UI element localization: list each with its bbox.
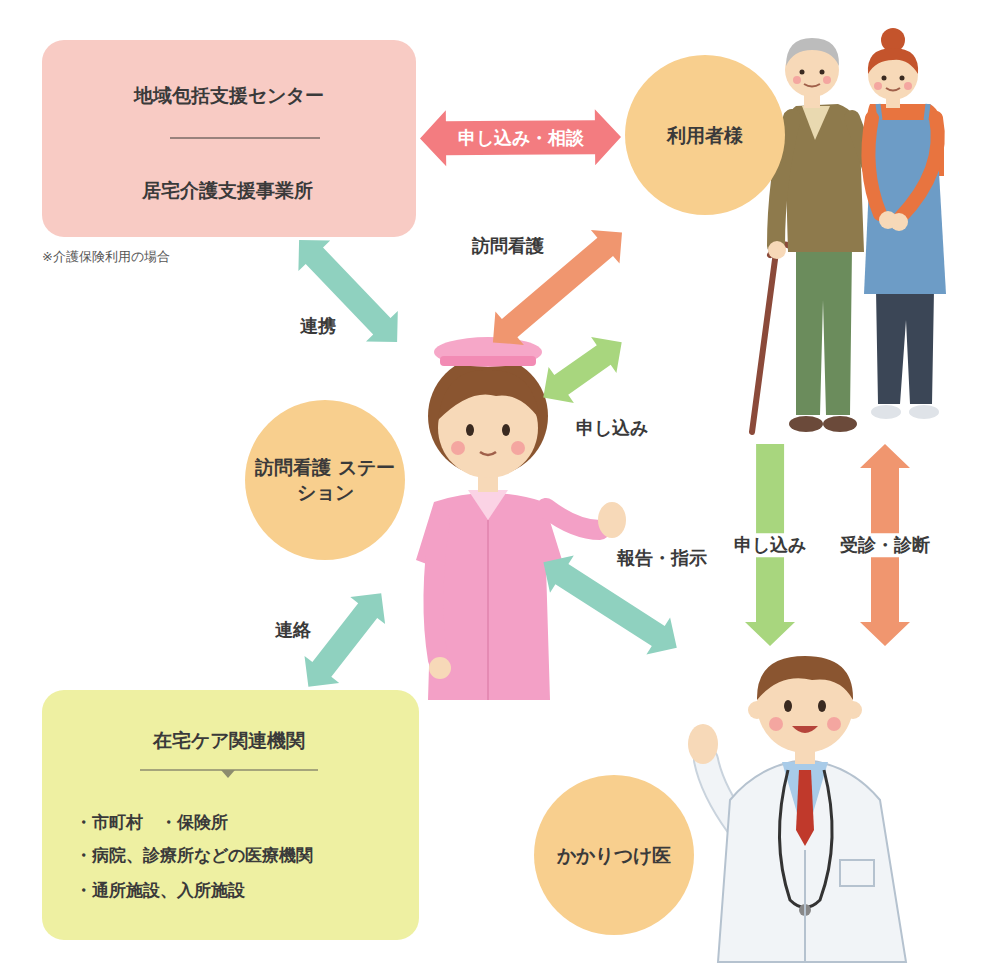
doctor-figure-part: [769, 717, 783, 731]
node-text: 居宅介護支援事業所: [52, 178, 402, 203]
elderly-man-part: [793, 76, 801, 84]
edge-label: 申し込み・相談: [458, 127, 584, 149]
node-text: ・病院、診療所などの医療機関: [75, 844, 405, 866]
circle-shape: [245, 400, 405, 560]
caregiver-woman-part: [886, 88, 900, 91]
caregiver-woman-part: [876, 290, 934, 404]
caregiver-woman-part: [878, 104, 928, 120]
doctor-figure-part: [827, 717, 841, 731]
caregiver-woman-part: [904, 82, 912, 90]
edge-label: 受診・診断: [836, 533, 934, 557]
edge-label: 連携: [296, 314, 340, 338]
elderly-man-part: [796, 248, 852, 415]
circle-shape: [625, 55, 785, 215]
caregiver-woman-part: [868, 48, 918, 74]
nurse-figure-part: [468, 490, 508, 520]
edge-label: 連絡: [271, 618, 315, 642]
circle-shape: [534, 775, 694, 935]
edge-label: 申し込み: [730, 533, 810, 557]
nurse-figure-part: [598, 502, 626, 538]
caregiver-woman-part: [868, 118, 880, 214]
node-title: かかりつけ医: [539, 843, 689, 868]
node-text: ・通所施設、入所施設: [75, 879, 405, 901]
doctor-figure-part: [757, 656, 853, 700]
caregiver-woman-part: [882, 76, 887, 81]
caregiver-woman-part: [900, 118, 938, 218]
edge-label: 訪問看護: [468, 234, 548, 258]
caregiver-woman-part: [890, 213, 908, 231]
nurse-figure-part: [416, 493, 562, 700]
doctor-figure-part: [818, 700, 826, 712]
nurse-figure-part: [440, 356, 536, 366]
block-arrow: [543, 337, 621, 403]
doctor-figure-part: [757, 657, 853, 753]
node-title: 利用者様: [635, 123, 775, 148]
note-label: ※介護保険利用の場合: [42, 249, 170, 265]
node-title: 訪問看護 ステーション: [255, 455, 395, 504]
elderly-man-part: [800, 70, 805, 75]
node-title: 在宅ケア関連機関: [52, 728, 406, 753]
elderly-man-part: [820, 70, 825, 75]
elderly-man-part: [802, 106, 830, 140]
care-agency-box: 在宅ケア関連機関・市町村 ・保険所・病院、診療所などの医療機関・通所施設、入所施…: [42, 690, 419, 940]
nurse-figure-part: [480, 452, 496, 455]
block-arrow: [420, 109, 621, 166]
station-circle: 訪問看護 ステーション: [245, 345, 540, 590]
elderly-man-part: [752, 252, 776, 432]
box-divider-part: [221, 770, 235, 778]
box-divider-part: [140, 769, 318, 771]
elderly-man-part: [789, 416, 823, 432]
edge-label: 報告・指示: [613, 546, 711, 570]
node-text: ・市町村 ・保険所: [75, 811, 405, 833]
nurse-figure-part: [487, 520, 489, 700]
doctor-figure-part: [804, 850, 806, 962]
circle-outline: [625, 40, 960, 440]
nurse-figure-part: [466, 424, 474, 436]
doctor-figure-part: [718, 760, 906, 962]
doctor-circle: かかりつけ医: [534, 650, 960, 962]
elderly-man-part: [804, 84, 820, 87]
box-divider: [170, 138, 320, 139]
nurse-figure-part: [511, 441, 525, 455]
elderly-man-part: [768, 241, 786, 259]
elderly-man-part: [786, 38, 839, 66]
caregiver-woman-part: [871, 405, 901, 419]
caregiver-woman-part: [909, 405, 939, 419]
agency-box: 地域包括支援センター居宅介護支援事業所: [42, 40, 416, 237]
node-title: 地域包括支援センター: [52, 83, 406, 108]
box-divider: [140, 770, 318, 778]
block-arrow: [305, 593, 386, 687]
nurse-figure-part: [433, 520, 440, 660]
doctor-figure-part: [688, 724, 718, 764]
doctor-figure: [688, 656, 906, 962]
doctor-figure-part: [792, 726, 818, 733]
nurse-figure-part: [429, 657, 451, 679]
caregiver-woman: [864, 28, 946, 419]
block-arrow: [543, 556, 676, 655]
box-divider-part: [170, 137, 320, 139]
elderly-man-part: [823, 416, 857, 432]
elderly-man-part: [823, 76, 831, 84]
user-circle: 利用者様: [625, 40, 960, 440]
nurse-figure-part: [502, 424, 510, 436]
doctor-figure-part: [796, 770, 814, 846]
caregiver-woman-part: [900, 76, 905, 81]
doctor-figure-part: [784, 700, 792, 712]
nurse-figure-part: [546, 508, 600, 530]
edge-label: 申し込み: [572, 416, 652, 440]
nurse-figure: [416, 337, 626, 700]
nurse-figure-part: [438, 370, 540, 420]
nurse-figure-part: [451, 441, 465, 455]
circle-outline: [534, 650, 960, 962]
nurse-figure-part: [434, 337, 542, 367]
doctor-figure-part: [840, 860, 874, 886]
caregiver-woman-part: [874, 82, 882, 90]
